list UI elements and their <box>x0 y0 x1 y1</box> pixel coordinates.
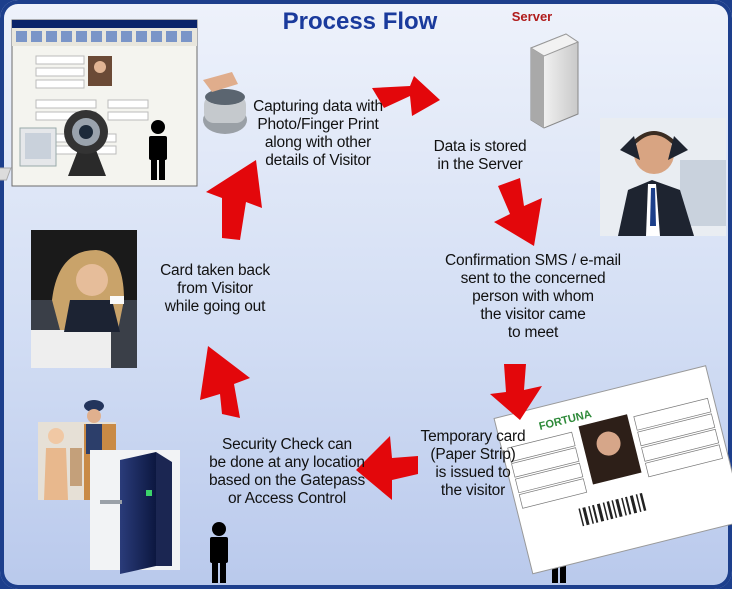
step-capture-line: Capturing data with <box>253 98 383 115</box>
step-temporary-card-line: the visitor <box>440 482 506 499</box>
step-card-back-line: Card taken back <box>160 262 270 279</box>
step-temporary-card-line: is issued to <box>435 464 511 481</box>
step-confirmation-line: sent to the concerned <box>460 270 606 287</box>
arrow-confirmation-to-card <box>490 364 542 420</box>
turnstile-icon <box>90 450 180 574</box>
step-confirmation-line: to meet <box>507 324 559 341</box>
server-label: Server <box>511 9 553 24</box>
step-temporary-card-line: (Paper Strip) <box>430 446 516 463</box>
step-confirmation-line: Confirmation SMS / e-mail <box>445 252 621 269</box>
computer-icon <box>0 127 57 181</box>
step-confirmation-text: Confirmation SMS / e-mail sent to the co… <box>438 252 628 342</box>
step-security-line: Security Check can <box>222 436 352 453</box>
id-card-icon <box>493 365 732 575</box>
step-security-line: be done at any location <box>209 454 365 471</box>
step-stored-line: in the Server <box>437 156 523 173</box>
person-icon <box>149 120 167 180</box>
arrow-card-to-security <box>356 436 418 500</box>
person-icon <box>210 522 228 583</box>
step-stored-line: Data is stored <box>433 138 527 155</box>
step-capture-line: Photo/Finger Print <box>257 116 379 133</box>
businessman-photo <box>600 118 726 236</box>
step-confirmation-line: person with whom <box>472 288 594 305</box>
arrow-security-to-cardback <box>200 346 250 418</box>
step-security-line: or Access Control <box>227 490 347 507</box>
fingerprint-scanner-icon <box>203 72 247 134</box>
step-confirmation-line: the visitor came <box>480 306 586 323</box>
step-capture-line: along with other <box>264 134 372 151</box>
step-temporary-card-text: Temporary card (Paper Strip) is issued t… <box>418 428 528 500</box>
webcam-icon <box>64 110 108 176</box>
arrow-cardback-to-capture <box>206 160 262 240</box>
step-capture-line: details of Visitor <box>265 152 371 169</box>
step-card-back-text: Card taken back from Visitor while going… <box>150 262 280 316</box>
server-icon <box>529 33 580 129</box>
step-security-text: Security Check can be done at any locati… <box>196 436 378 508</box>
arrow-server-to-confirmation <box>494 178 542 246</box>
diagram-title: Process Flow <box>282 8 438 35</box>
arrow-capture-to-server <box>372 76 440 116</box>
flow-arrows <box>200 76 542 500</box>
step-card-back-line: from Visitor <box>177 280 253 297</box>
step-capture-text: Capturing data with Photo/Finger Print a… <box>238 98 398 170</box>
woman-receptionist-photo <box>31 230 137 368</box>
step-stored-text: Data is stored in the Server <box>424 138 536 174</box>
step-card-back-line: while going out <box>164 298 266 315</box>
step-temporary-card-line: Temporary card <box>420 428 526 445</box>
step-security-line: based on the Gatepass <box>208 472 366 489</box>
